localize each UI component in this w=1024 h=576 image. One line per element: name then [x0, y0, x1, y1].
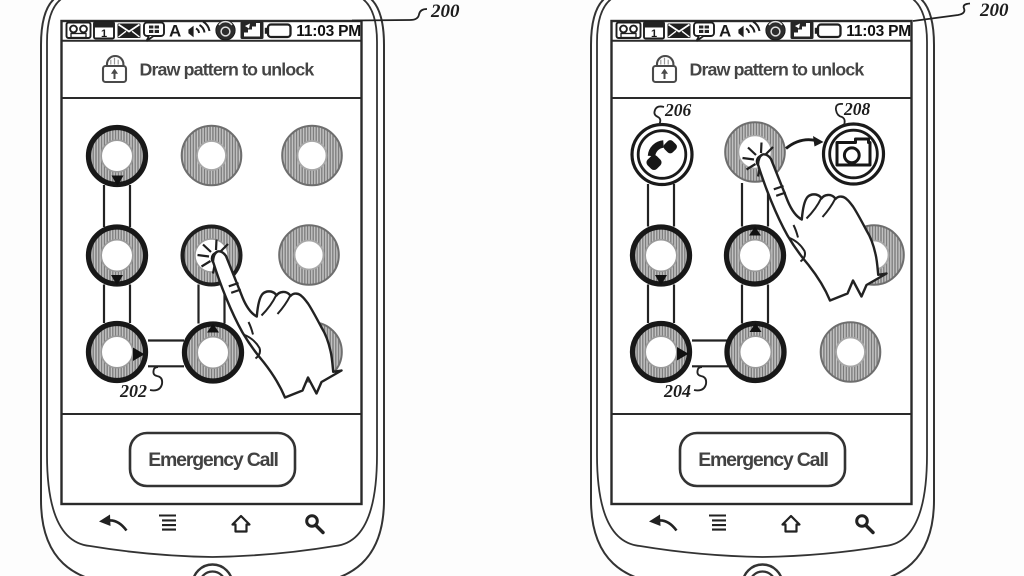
- svg-text:202: 202: [119, 381, 147, 401]
- svg-text:200: 200: [430, 1, 460, 22]
- svg-text:208: 208: [843, 99, 871, 119]
- svg-text:204: 204: [663, 381, 691, 401]
- svg-text:200: 200: [979, 0, 1009, 21]
- svg-text:206: 206: [664, 100, 692, 120]
